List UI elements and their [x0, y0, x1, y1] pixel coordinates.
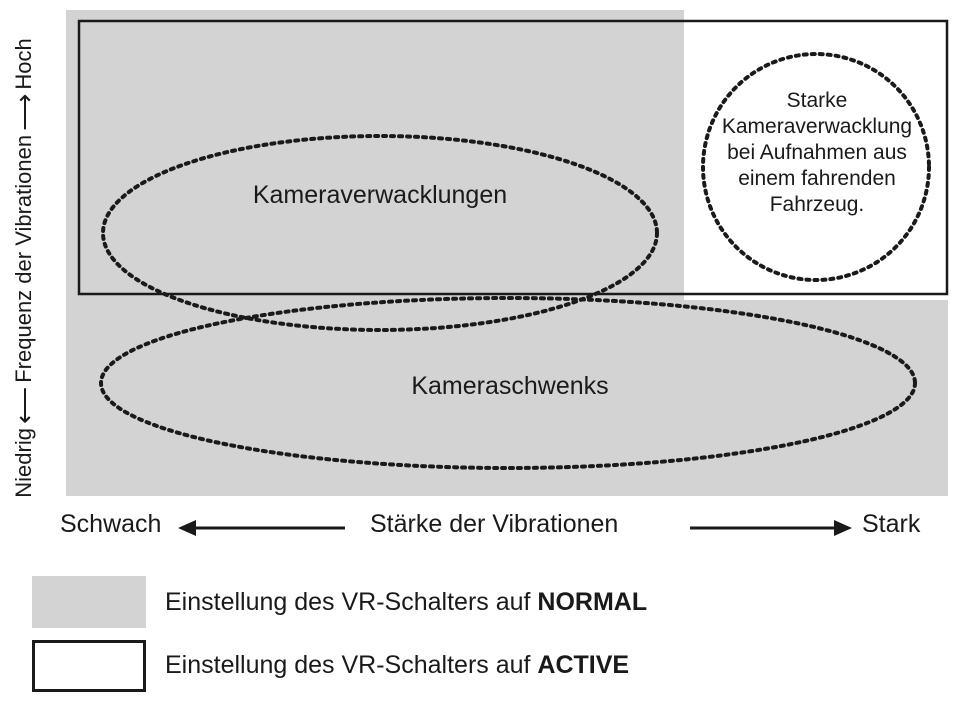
- legend-active-prefix: Einstellung des VR-Schalters auf: [165, 651, 538, 679]
- legend-active-text: Einstellung des VR-Schalters auf ACTIVE: [165, 651, 629, 680]
- vehicle-shake-line: Fahrzeug.: [769, 193, 865, 216]
- vehicle-shake-label: Starke Kameraverwacklung bei Aufnahmen a…: [706, 88, 928, 218]
- legend-normal-mode: NORMAL: [537, 588, 648, 616]
- x-axis-high-label: Stark: [862, 510, 921, 538]
- vehicle-shake-line: bei Aufnahmen aus: [727, 141, 907, 164]
- legend-normal-swatch: [32, 576, 146, 628]
- vehicle-shake-line: Starke: [786, 89, 848, 112]
- camera-shake-label: Kameraverwacklungen: [252, 181, 508, 209]
- vehicle-shake-line: einem fahrenden: [738, 167, 896, 190]
- x-axis-label: Schwach Stärke der Vibrationen Stark: [40, 510, 944, 546]
- legend-normal-prefix: Einstellung des VR-Schalters auf: [165, 588, 538, 616]
- legend-normal-text: Einstellung des VR-Schalters auf NORMAL: [165, 588, 647, 617]
- x-axis-arrow-right-icon: [834, 520, 852, 536]
- x-axis-title: Stärke der Vibrationen: [370, 510, 619, 538]
- vehicle-shake-line: Kameraverwacklung: [721, 115, 913, 138]
- x-axis-arrow-left-icon: [178, 520, 196, 536]
- panning-ellipse: [99, 296, 917, 470]
- legend-active-swatch: [32, 640, 146, 692]
- camera-shake-ellipse: [101, 134, 659, 332]
- legend-active-mode: ACTIVE: [537, 651, 630, 679]
- active-region-outline: [77, 19, 949, 296]
- panning-label: Kameraschwenks: [411, 372, 609, 400]
- normal-region-lower: [66, 300, 948, 496]
- x-axis-low-label: Schwach: [60, 510, 162, 538]
- vehicle-shake-circle: [701, 52, 931, 282]
